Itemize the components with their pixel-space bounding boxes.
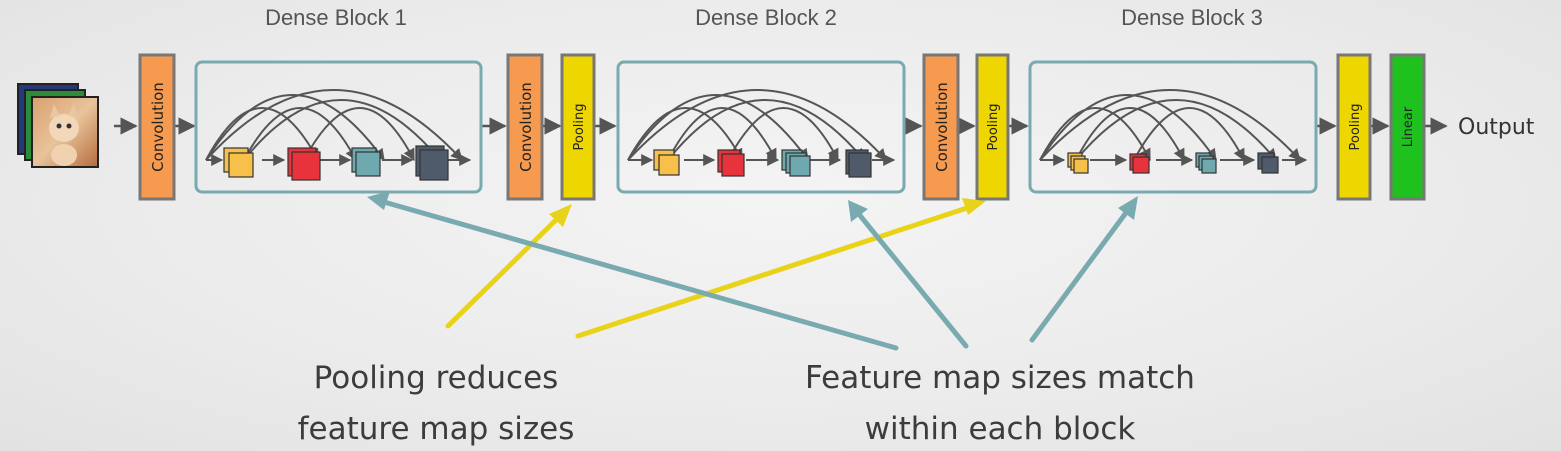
dense-block-2-title: Dense Block 2 [695,5,837,30]
convolution-layer-1: Convolution [138,53,176,201]
dense-block-3 [1028,60,1318,194]
pooling-layer-1: Pooling [560,53,596,201]
feature-pointer-block1 [381,199,899,351]
dense-block-1 [194,60,483,194]
svg-text:Pooling: Pooling [1348,104,1363,151]
dense-block-3-title: Dense Block 3 [1121,5,1263,30]
feature-pointer-block2 [855,210,969,349]
pooling-note-line-1: Pooling reduces [314,360,559,396]
svg-text:Linear: Linear [1401,106,1416,147]
svg-text:Pooling: Pooling [986,104,1001,151]
kitten-image-icon [17,83,99,168]
dense-block-1-title: Dense Block 1 [265,5,407,30]
svg-text:Convolution: Convolution [149,82,167,172]
feature-note-line-1: Feature map sizes match [805,360,1195,396]
dense-block-2 [616,60,906,194]
output-label: Output [1458,115,1535,140]
annotation-arrows [367,191,1138,351]
pooling-layer-3: Pooling [1336,53,1372,201]
linear-layer: Linear [1389,53,1426,201]
svg-text:Pooling: Pooling [572,104,587,151]
pooling-note-line-2: feature map sizes [298,411,575,447]
convolution-layer-2: Convolution [506,53,544,201]
feature-note-line-2: within each block [865,411,1136,447]
convolution-layer-3: Convolution [922,53,960,201]
pooling-pointer-2 [575,204,973,339]
feature-pointer-block3 [1029,207,1131,343]
svg-text:Convolution: Convolution [933,82,951,172]
pooling-layer-2: Pooling [975,53,1010,201]
pooling-pointer-1 [445,212,564,329]
svg-text:Convolution: Convolution [517,82,535,172]
